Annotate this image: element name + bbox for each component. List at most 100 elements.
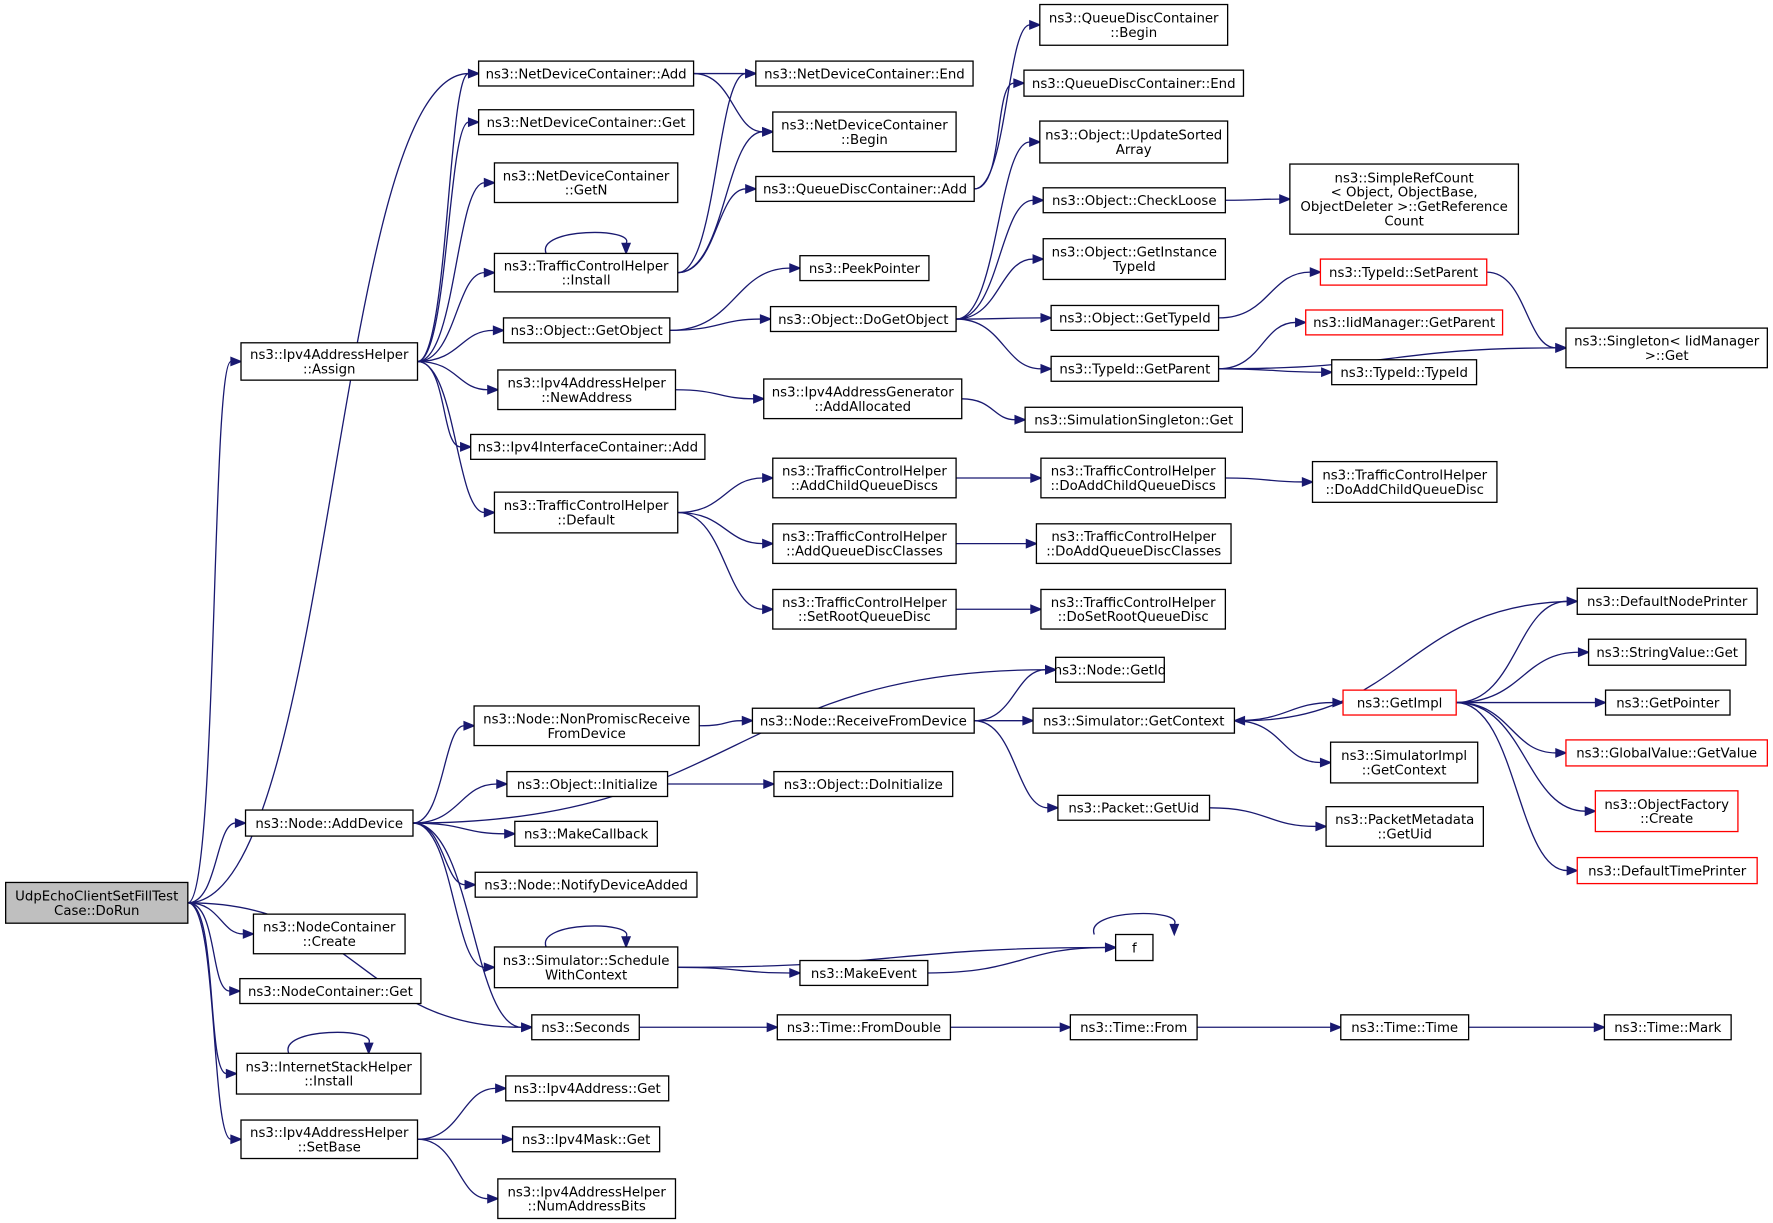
node-time-from[interactable]: ns3::Time::From xyxy=(1069,1014,1198,1041)
node-time-mark[interactable]: ns3::Time::Mark xyxy=(1603,1014,1732,1041)
node-ndc-get[interactable]: ns3::NetDeviceContainer::Get xyxy=(477,109,695,136)
node-type-id-get-parent[interactable]: ns3::TypeId::GetParent xyxy=(1050,355,1220,382)
node-tch-add-child-queue-discs[interactable]: ns3::TrafficControlHelper::AddChildQueue… xyxy=(772,457,957,499)
arrowhead-icon xyxy=(225,1068,239,1079)
node-tch-add-queue-disc-classes[interactable]: ns3::TrafficControlHelper::AddQueueDiscC… xyxy=(772,523,957,565)
node-label: ns3::TrafficControlHelper xyxy=(1051,596,1216,611)
node-ipv4-addr-helper-new-address[interactable]: ns3::Ipv4AddressHelper::NewAddress xyxy=(497,369,677,411)
node-box xyxy=(1604,689,1731,716)
arrowhead-icon xyxy=(1029,19,1042,30)
node-get-impl[interactable]: ns3::GetImpl xyxy=(1342,689,1457,716)
arrowhead-icon xyxy=(483,507,497,518)
node-sim-get-context[interactable]: ns3::Simulator::GetContext xyxy=(1032,707,1236,734)
node-tch-do-add-queue-disc-classes[interactable]: ns3::TrafficControlHelper::DoAddQueueDis… xyxy=(1035,523,1232,565)
node-ipv4-addr-helper-assign[interactable]: ns3::Ipv4AddressHelper::Assign xyxy=(240,342,419,381)
node-object-factory-create[interactable]: ns3::ObjectFactory::Create xyxy=(1594,790,1739,833)
node-label: ns3::GlobalValue::GetValue xyxy=(1576,747,1757,762)
node-qdc-add[interactable]: ns3::QueueDiscContainer::Add xyxy=(755,175,975,203)
node-node-receive-from-device[interactable]: ns3::Node::ReceiveFromDevice xyxy=(751,707,975,734)
node-tch-do-set-root-queue-disc[interactable]: ns3::TrafficControlHelper::DoSetRootQueu… xyxy=(1040,588,1227,630)
node-tch-default[interactable]: ns3::TrafficControlHelper::Default xyxy=(493,491,679,534)
node-obj-check-loose[interactable]: ns3::Object::CheckLoose xyxy=(1042,187,1227,214)
node-get-pointer[interactable]: ns3::GetPointer xyxy=(1604,689,1731,716)
node-simple-ref-count[interactable]: ns3::SimpleRefCount< Object, ObjectBase,… xyxy=(1289,163,1520,235)
edge-obj-check-loose-to-simple-ref-count xyxy=(1225,194,1292,205)
node-internet-stack-install[interactable]: ns3::InternetStackHelper::Install xyxy=(235,1052,422,1095)
edge-time-time-to-time-mark xyxy=(1468,1022,1607,1033)
node-time-time[interactable]: ns3::Time::Time xyxy=(1340,1014,1470,1041)
node-node-get-id[interactable]: ns3::Node::GetId xyxy=(1054,656,1167,683)
node-obj-do-initialize[interactable]: ns3::Object::DoInitialize xyxy=(773,770,954,798)
node-sim-singleton-get[interactable]: ns3::SimulationSingleton::Get xyxy=(1024,406,1243,433)
node-obj-get-object[interactable]: ns3::Object::GetObject xyxy=(502,317,671,344)
node-label: ::Begin xyxy=(1110,26,1157,41)
edge-node-receive-from-device-to-packet-get-uid xyxy=(974,720,1060,813)
node-ipv4-addr-helper-num-address-bits[interactable]: ns3::Ipv4AddressHelper::NumAddressBits xyxy=(497,1178,677,1220)
node-ipv4-addr-helper-set-base[interactable]: ns3::Ipv4AddressHelper::SetBase xyxy=(240,1119,419,1160)
node-type-id-set-parent[interactable]: ns3::TypeId::SetParent xyxy=(1319,258,1488,286)
node-global-value-get-value[interactable]: ns3::GlobalValue::GetValue xyxy=(1565,739,1768,767)
node-ipv4-address-get[interactable]: ns3::Ipv4Address::Get xyxy=(505,1075,670,1102)
node-iid-mgr-get-parent[interactable]: ns3::IidManager::GetParent xyxy=(1305,309,1504,336)
node-node-add-device[interactable]: ns3::Node::AddDevice xyxy=(244,809,414,837)
node-label: ns3::Time::Time xyxy=(1351,1021,1458,1036)
node-label: ns3::TrafficControlHelper xyxy=(504,259,669,274)
node-obj-initialize[interactable]: ns3::Object::Initialize xyxy=(506,770,669,798)
edge-line xyxy=(677,511,763,545)
node-label: ::AddChildQueueDiscs xyxy=(791,479,938,494)
node-f[interactable]: f xyxy=(1114,933,1154,962)
node-default-node-printer[interactable]: ns3::DefaultNodePrinter xyxy=(1576,587,1758,615)
node-string-value-get[interactable]: ns3::StringValue::Get xyxy=(1587,638,1747,666)
node-ipv4-ifc-add[interactable]: ns3::Ipv4InterfaceContainer::Add xyxy=(470,433,706,460)
node-tch-do-add-child-queue-disc[interactable]: ns3::TrafficControlHelper::DoAddChildQue… xyxy=(1311,460,1498,503)
node-box xyxy=(773,770,954,798)
node-label: ::NumAddressBits xyxy=(528,1200,646,1215)
arrowhead-icon xyxy=(1022,715,1035,726)
node-label: ns3::Time::From xyxy=(1080,1021,1187,1036)
node-obj-do-get-object[interactable]: ns3::Object::DoGetObject xyxy=(769,305,957,333)
node-label: ::NewAddress xyxy=(541,391,632,406)
node-tch-install[interactable]: ns3::TrafficControlHelper::Install xyxy=(493,252,679,293)
node-ndc-begin[interactable]: ns3::NetDeviceContainer::Begin xyxy=(772,111,957,153)
arrowhead-icon xyxy=(460,441,473,452)
node-ipv4-mask-get[interactable]: ns3::Ipv4Mask::Get xyxy=(511,1126,661,1153)
edge-line xyxy=(669,318,761,332)
node-qdc-begin[interactable]: ns3::QueueDiscContainer::Begin xyxy=(1039,3,1229,46)
node-box xyxy=(1050,304,1220,332)
node-ndc-get-n[interactable]: ns3::NetDeviceContainer::GetN xyxy=(493,162,679,204)
node-obj-get-type-id[interactable]: ns3::Object::GetTypeId xyxy=(1050,304,1220,332)
node-label: ns3::SimulationSingleton::Get xyxy=(1034,414,1233,429)
node-box xyxy=(497,1178,677,1220)
node-pkt-meta-get-uid[interactable]: ns3::PacketMetadata::GetUid xyxy=(1325,806,1484,847)
node-ndc-add[interactable]: ns3::NetDeviceContainer::Add xyxy=(477,60,695,87)
node-node-container-get[interactable]: ns3::NodeContainer::Get xyxy=(239,977,422,1005)
node-type-id-type-id[interactable]: ns3::TypeId::TypeId xyxy=(1331,359,1478,386)
arrowhead-icon xyxy=(1584,806,1598,817)
node-box xyxy=(1040,457,1227,499)
node-singleton-get[interactable]: ns3::Singleton< IidManager>::Get xyxy=(1565,327,1768,369)
node-tch-set-root-queue-disc[interactable]: ns3::TrafficControlHelper::SetRootQueueD… xyxy=(772,588,957,630)
node-node-notify-device-added[interactable]: ns3::Node::NotifyDeviceAdded xyxy=(474,871,698,898)
node-make-event[interactable]: ns3::MakeEvent xyxy=(799,959,929,987)
node-time-from-double[interactable]: ns3::Time::FromDouble xyxy=(776,1014,952,1041)
node-ipv4-addr-gen-add-allocated[interactable]: ns3::Ipv4AddressGenerator::AddAllocated xyxy=(763,378,963,420)
edge-line xyxy=(677,188,746,274)
node-seconds[interactable]: ns3::Seconds xyxy=(531,1014,640,1041)
node-label: ns3::GetImpl xyxy=(1357,696,1442,711)
node-sim-impl-get-context[interactable]: ns3::SimulatorImpl::GetContext xyxy=(1329,741,1479,784)
node-ndc-end[interactable]: ns3::NetDeviceContainer::End xyxy=(755,60,974,87)
node-peek-pointer[interactable]: ns3::PeekPointer xyxy=(799,255,930,282)
arrowhead-icon xyxy=(1040,363,1053,374)
node-node-container-create[interactable]: ns3::NodeContainer::Create xyxy=(252,913,406,955)
edge-tch-default-to-tch-add-queue-disc-classes xyxy=(677,511,775,549)
node-qdc-end[interactable]: ns3::QueueDiscContainer::End xyxy=(1023,69,1245,97)
node-default-time-printer[interactable]: ns3::DefaultTimePrinter xyxy=(1576,856,1758,885)
node-tch-do-add-child-queue-discs[interactable]: ns3::TrafficControlHelper::DoAddChildQue… xyxy=(1040,457,1227,499)
node-packet-get-uid[interactable]: ns3::Packet::GetUid xyxy=(1057,794,1211,821)
node-make-callback[interactable]: ns3::MakeCallback xyxy=(514,820,659,847)
